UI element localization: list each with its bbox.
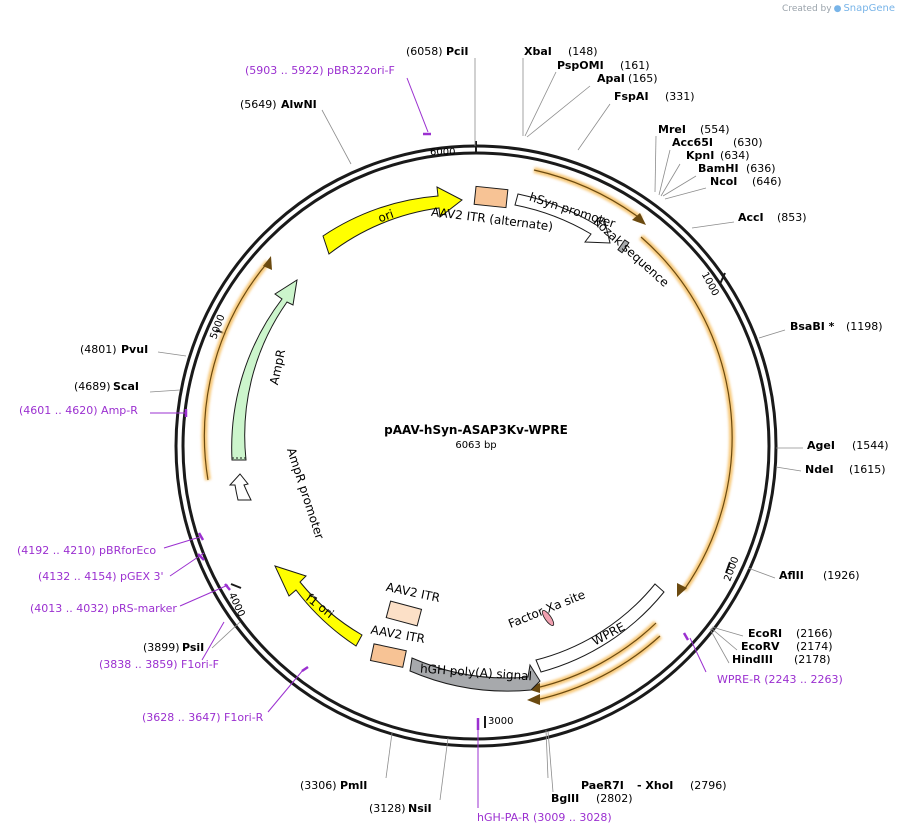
site-name: NdeI xyxy=(805,463,834,476)
site-name: AccI xyxy=(738,211,764,224)
site-pos: (4801) xyxy=(80,343,117,356)
site-name: EcoRI xyxy=(748,627,782,640)
site-pos: (3899) xyxy=(143,641,180,654)
aav2-itr-lower-label: AAV2 ITR xyxy=(370,623,426,646)
site-pos: (2802) xyxy=(596,792,633,805)
site-pos: (3306) xyxy=(300,779,337,792)
primer-marks xyxy=(184,132,690,730)
site-name: - XhoI xyxy=(637,779,673,792)
hsyn-promoter-feature[interactable] xyxy=(514,193,611,244)
site-pos: (2178) xyxy=(794,653,831,666)
site-pos: (148) xyxy=(568,45,598,58)
site-pos: (636) xyxy=(746,162,776,175)
hgh-polya-feature[interactable] xyxy=(409,657,541,692)
primer-leader-lines xyxy=(150,77,707,808)
plasmid-length: 6063 bp xyxy=(455,440,496,451)
factor-xa-label: Factor Xa site xyxy=(506,587,587,631)
snapgene-logo-icon: ● xyxy=(833,3,842,14)
site-pos: (1544) xyxy=(852,439,889,452)
ruler-ticks xyxy=(215,141,731,728)
primer-label: (5903 .. 5922) pBR322ori-F xyxy=(245,64,395,77)
created-by-credit: Created by ● SnapGene xyxy=(782,3,895,14)
site-labels: (6058) PciI XbaI (148) PspOMI (161) ApaI… xyxy=(74,45,889,815)
aav2-itr-upper-label: AAV2 ITR xyxy=(385,580,442,605)
site-pos: (853) xyxy=(777,211,807,224)
site-name: NsiI xyxy=(408,802,432,815)
site-name: ScaI xyxy=(113,380,139,393)
site-name: BamHI xyxy=(698,162,739,175)
site-name: NcoI xyxy=(710,175,737,188)
primer-label: hGH-PA-R (3009 .. 3028) xyxy=(477,811,612,824)
site-name: AlwNI xyxy=(281,98,317,111)
f1-ori-feature[interactable] xyxy=(274,565,363,647)
site-pos: (2166) xyxy=(796,627,833,640)
site-name: PciI xyxy=(446,45,468,58)
site-pos: (646) xyxy=(752,175,782,188)
primer-label: (4013 .. 4032) pRS-marker xyxy=(30,602,177,615)
wpre-label: WPRE xyxy=(590,620,628,649)
ampr-promoter-feature[interactable] xyxy=(228,473,252,501)
site-leader-lines xyxy=(149,58,803,801)
tick-label-1000: 1000 xyxy=(699,270,721,298)
ori-label: ori xyxy=(376,207,395,225)
site-name: PvuI xyxy=(121,343,148,356)
site-pos: (2796) xyxy=(690,779,727,792)
svg-text:(6058): (6058) xyxy=(406,45,443,58)
site-name: PaeR7I xyxy=(581,779,624,792)
site-pos: (3128) xyxy=(369,802,406,815)
plasmid-name: pAAV-hSyn-ASAP3Kv-WPRE xyxy=(384,423,568,437)
ampr-promoter-label: AmpR promoter xyxy=(284,446,327,541)
factor-xa-feature[interactable] xyxy=(540,609,555,627)
site-pos: (161) xyxy=(620,59,650,72)
ori-feature[interactable] xyxy=(322,186,463,255)
site-pos: (1926) xyxy=(823,569,860,582)
aav2-itr-lower-feature[interactable] xyxy=(369,643,407,668)
primer-label: (3838 .. 3859) F1ori-F xyxy=(99,658,219,671)
tick-label-3000: 3000 xyxy=(488,716,513,727)
orf-arcs xyxy=(201,167,736,703)
primer-label: WPRE-R (2243 .. 2263) xyxy=(717,673,843,686)
site-pos: (1198) xyxy=(846,320,883,333)
site-name: PmlI xyxy=(340,779,367,792)
primer-label: (4601 .. 4620) Amp-R xyxy=(19,404,138,417)
site-pos: (5649) xyxy=(240,98,277,111)
ampr-feature[interactable] xyxy=(231,278,298,461)
site-name: AflII xyxy=(779,569,804,582)
site-pos: (4689) xyxy=(74,380,111,393)
primer-labels: (5903 .. 5922) pBR322ori-F WPRE-R (2243 … xyxy=(17,64,843,824)
site-pos: (331) xyxy=(665,90,695,103)
primer-label: (4132 .. 4154) pGEX 3' xyxy=(38,570,164,583)
tick-label-6000: 6000 xyxy=(430,147,455,158)
kozak-sequence-feature[interactable] xyxy=(617,239,630,254)
site-pos: (6058) xyxy=(406,45,443,58)
primer-label: (4192 .. 4210) pBRforEco xyxy=(17,544,156,557)
aav2-itr-alternate-feature[interactable] xyxy=(473,185,509,209)
ampr-label: AmpR xyxy=(267,348,288,386)
aav2-itr-upper-feature[interactable] xyxy=(385,600,423,627)
primer-label: (3628 .. 3647) F1ori-R xyxy=(142,711,264,724)
site-name: MreI xyxy=(658,123,686,136)
site-name: AgeI xyxy=(807,439,835,452)
site-name: XbaI xyxy=(524,45,552,58)
site-pos: (1615) xyxy=(849,463,886,476)
site-name: KpnI xyxy=(686,149,714,162)
site-name: HindIII xyxy=(732,653,773,666)
wpre-feature[interactable] xyxy=(535,583,665,673)
site-name: Acc65I xyxy=(672,136,713,149)
site-name: BglII xyxy=(551,792,579,805)
site-name: FspAI xyxy=(614,90,649,103)
site-pos: (634) xyxy=(720,149,750,162)
site-name: BsaBI * xyxy=(790,320,835,333)
site-name: ApaI xyxy=(597,72,625,85)
credit-prefix: Created by xyxy=(782,3,832,14)
site-pos: (630) xyxy=(733,136,763,149)
site-pos: (165) xyxy=(628,72,658,85)
site-name: PspOMI xyxy=(557,59,604,72)
site-name: EcoRV xyxy=(741,640,780,653)
site-pos: (2174) xyxy=(796,640,833,653)
credit-brand: SnapGene xyxy=(843,3,895,14)
site-pos: (554) xyxy=(700,123,730,136)
site-name: PsiI xyxy=(182,641,204,654)
